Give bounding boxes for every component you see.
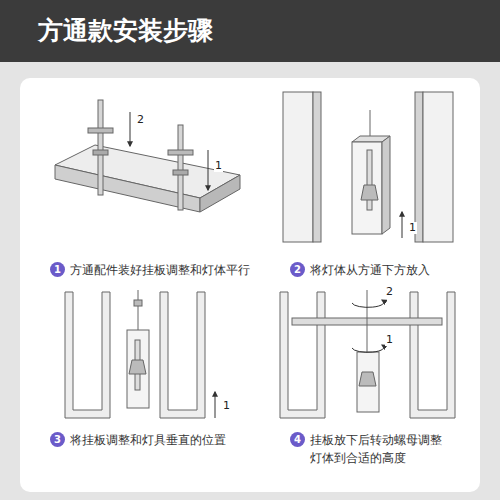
callout-number: 1 <box>214 160 223 172</box>
channel-figure <box>283 92 453 242</box>
channel-figure <box>280 290 455 418</box>
step-caption: 挂板放下后转动螺母调整灯体到合适的高度 <box>310 431 450 467</box>
header-bar <box>0 0 500 62</box>
channel-figure <box>65 290 215 418</box>
step-item: 1 方通配件装好挂板调整和灯体平行 <box>50 262 250 279</box>
step-number: 1 <box>50 262 65 277</box>
step-caption: 方通配件装好挂板调整和灯体平行 <box>70 261 250 279</box>
step-item: 4 挂板放下后转动螺母调整灯体到合适的高度 <box>290 432 450 467</box>
step-caption: 将挂板调整和灯具垂直的位置 <box>70 431 226 449</box>
callout-number: 1 <box>222 400 231 412</box>
step-number: 3 <box>50 432 65 447</box>
step-caption: 将灯体从方通下方放入 <box>310 261 430 279</box>
panel <box>20 78 480 492</box>
page-title: 方通款安装步骤 <box>38 14 213 47</box>
slab-figure <box>55 100 240 212</box>
callout-number: 2 <box>136 114 145 126</box>
step-number: 4 <box>290 432 305 447</box>
callout-number: 1 <box>408 222 417 234</box>
step-number: 2 <box>290 262 305 277</box>
callout-number: 2 <box>385 286 394 298</box>
callout-number: 1 <box>385 334 394 346</box>
step-item: 2 将灯体从方通下方放入 <box>290 262 430 279</box>
step-item: 3 将挂板调整和灯具垂直的位置 <box>50 432 226 449</box>
